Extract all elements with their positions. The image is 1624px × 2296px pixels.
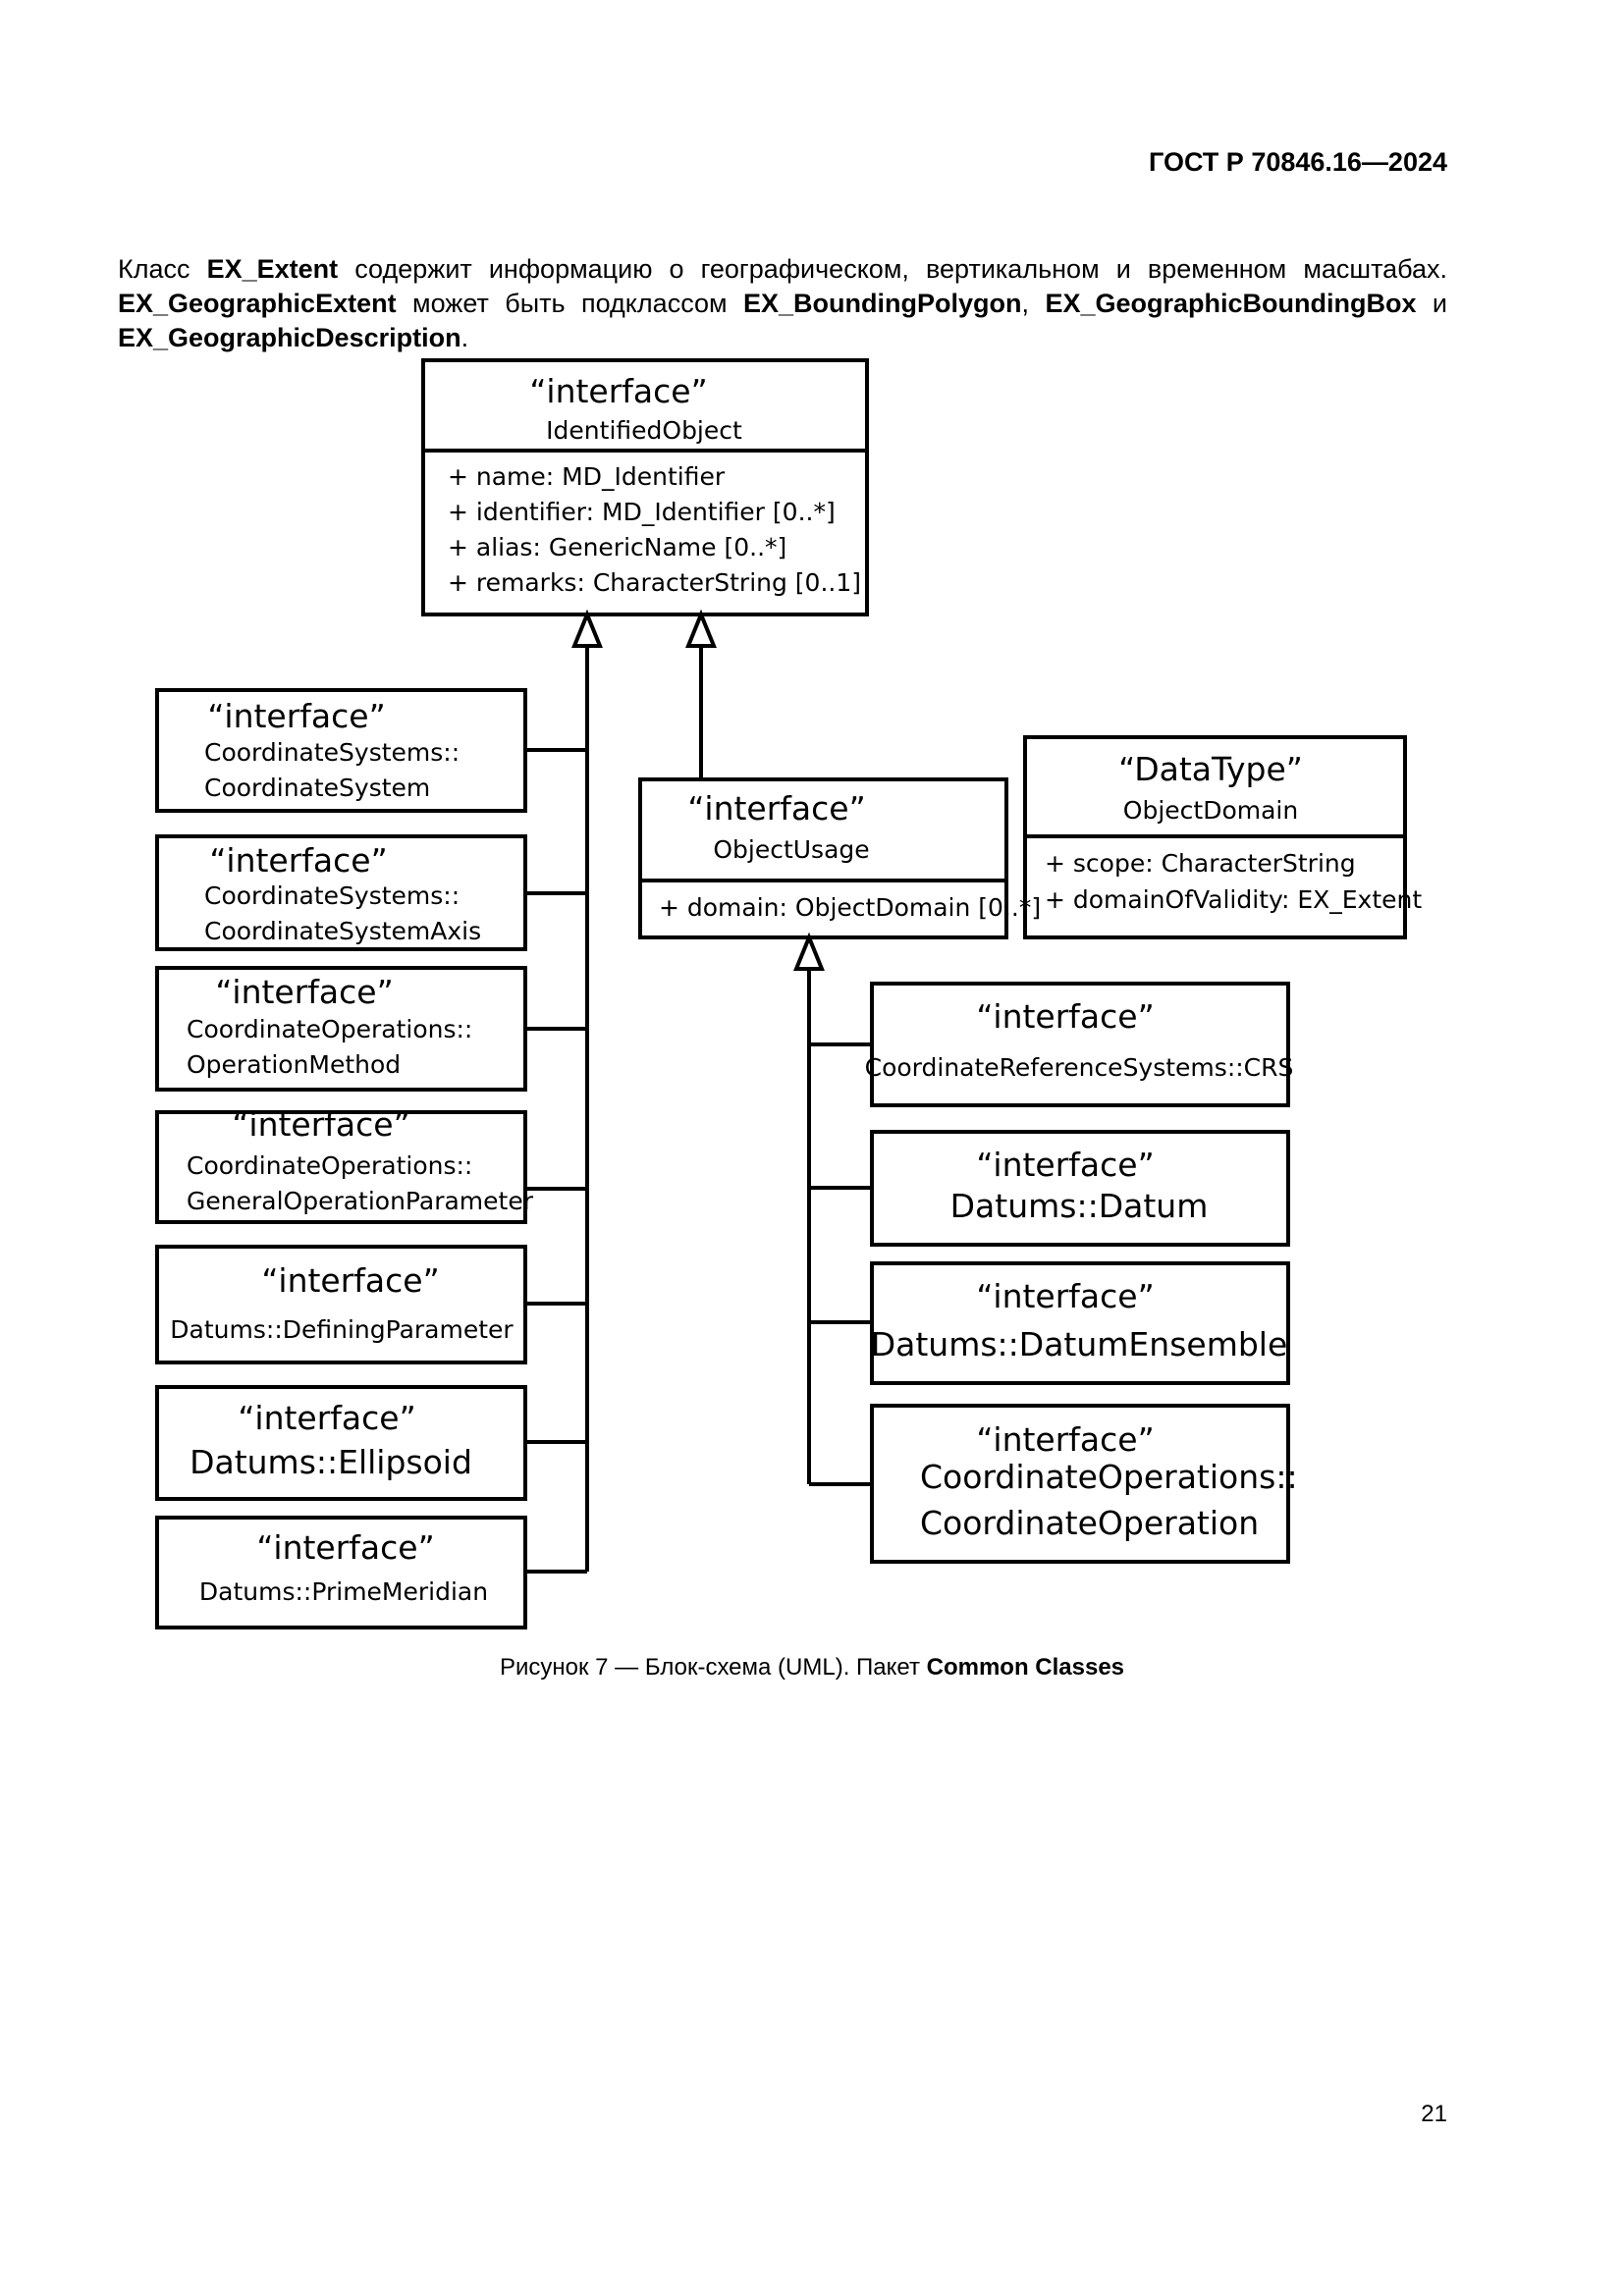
intro-term: EX_GeographicExtent xyxy=(118,289,397,318)
class-attribute: + alias: GenericName [0..*] xyxy=(448,533,786,561)
page-number: 21 xyxy=(1421,2101,1447,2127)
class-name: ObjectDomain xyxy=(1123,796,1298,825)
intro-term: EX_GeographicDescription xyxy=(118,323,461,352)
class-name: Datums::DatumEnsemble xyxy=(871,1325,1288,1363)
identified-object-box xyxy=(421,358,869,616)
class-stereotype: “interface” xyxy=(209,841,387,880)
class-stereotype: “interface” xyxy=(261,1261,439,1300)
intro-term: EX_Extent xyxy=(206,254,339,284)
class-name: CoordinateOperations:: xyxy=(187,1015,472,1043)
document-header: ГОСТ Р 70846.16—2024 xyxy=(1149,147,1447,177)
class-name: CoordinateSystemAxis xyxy=(204,917,481,945)
class-attribute: + name: MD_Identifier xyxy=(448,462,726,491)
caption-package-name: Common Classes xyxy=(926,1654,1125,1681)
class-stereotype: “interface” xyxy=(687,789,865,828)
intro-term: EX_GeographicBoundingBox xyxy=(1045,289,1417,318)
class-name: Datums::Datum xyxy=(950,1187,1209,1225)
class-name: Datums::PrimeMeridian xyxy=(199,1577,488,1606)
class-stereotype: “interface” xyxy=(238,1399,415,1437)
class-attribute: + remarks: CharacterString [0..1] xyxy=(448,568,861,597)
intro-term: EX_BoundingPolygon xyxy=(743,289,1022,318)
class-stereotype: “interface” xyxy=(976,997,1154,1036)
generalization-arrowhead xyxy=(685,609,717,648)
class-name: CoordinateSystems:: xyxy=(204,738,460,767)
class-name: CoordinateOperations:: xyxy=(187,1151,472,1180)
intro-text: содержит информацию о географическом, ве… xyxy=(338,254,1448,284)
object-usage-box xyxy=(638,777,1008,939)
intro-paragraph: Класс EX_Extent содержит информацию о ге… xyxy=(118,252,1447,355)
intro-text: может быть подклассом xyxy=(396,289,744,318)
class-attribute: + identifier: MD_Identifier [0..*] xyxy=(448,498,836,526)
generalization-arrowhead xyxy=(793,932,825,971)
figure-caption: Рисунок 7 — Блок-схема (UML). Пакет Comm… xyxy=(0,1654,1624,1682)
class-name: CoordinateOperation xyxy=(920,1504,1259,1542)
class-name: OperationMethod xyxy=(187,1050,401,1079)
class-name: CoordinateReferenceSystems::CRS xyxy=(865,1053,1294,1082)
intro-text: , xyxy=(1021,289,1046,318)
class-name: CoordinateOperations:: xyxy=(920,1458,1298,1496)
class-stereotype: “DataType” xyxy=(1118,750,1303,788)
class-stereotype: “interface” xyxy=(215,973,393,1011)
class-attribute: + domainOfValidity: EX_Extent xyxy=(1045,885,1422,914)
class-name: Datums::DefiningParameter xyxy=(170,1315,514,1344)
class-name: Datums::Ellipsoid xyxy=(189,1443,472,1481)
class-stereotype: “interface” xyxy=(976,1146,1154,1184)
class-stereotype: “interface” xyxy=(976,1420,1154,1459)
class-attribute: + scope: CharacterString xyxy=(1045,849,1356,878)
class-name: CoordinateSystem xyxy=(204,774,430,802)
class-name: CoordinateSystems:: xyxy=(204,881,460,910)
class-attribute: + domain: ObjectDomain [0..*] xyxy=(659,893,1041,922)
class-box-general-operation-parameter xyxy=(155,1110,527,1224)
caption-text: Рисунок 7 — Блок-схема (UML). Пакет xyxy=(499,1654,927,1681)
class-stereotype: “interface” xyxy=(232,1105,409,1144)
intro-text: и xyxy=(1416,289,1447,318)
class-name: IdentifiedObject xyxy=(546,416,742,445)
class-name: ObjectUsage xyxy=(713,835,869,864)
intro-text: . xyxy=(460,323,469,352)
generalization-arrowhead xyxy=(571,609,603,648)
intro-text: Класс xyxy=(118,254,207,284)
class-stereotype: “interface” xyxy=(256,1528,434,1567)
class-stereotype: “interface” xyxy=(207,697,385,735)
class-stereotype: “interface” xyxy=(529,372,707,410)
class-name: GeneralOperationParameter xyxy=(187,1187,534,1215)
class-stereotype: “interface” xyxy=(976,1277,1154,1315)
